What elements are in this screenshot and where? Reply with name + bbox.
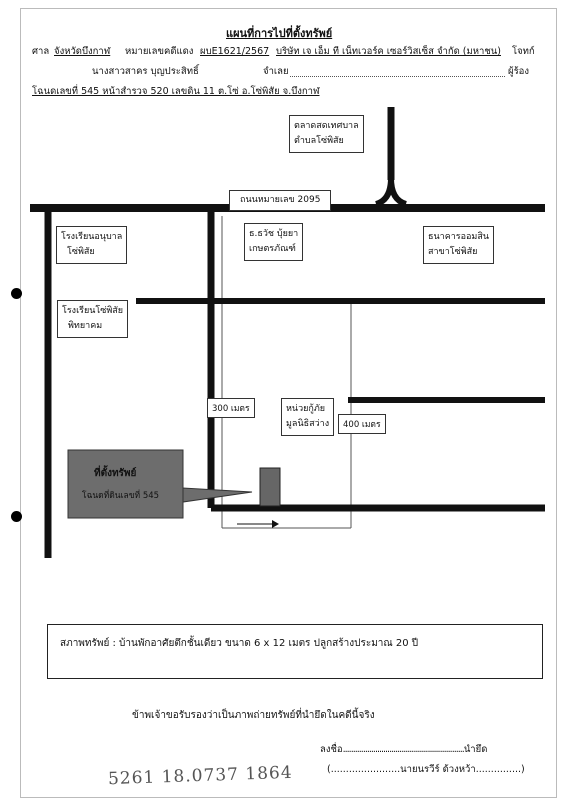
plaintiff-role: โจทก์ [512,46,535,57]
property-callout-box [67,449,184,519]
gsb-bank-label: ธนาคารออมสินสาขาโซ่พิสัย [423,226,494,264]
property-deed: โฉนดที่ดินเลขที่ 545 [82,491,160,501]
direction-arrowhead [272,520,279,528]
baac-bank-label: ธ.ธวัช บุ้ยยาเกษตรภัณฑ์ [244,223,304,261]
plaintiff-name: บริษัท เจ เอ็ม ที เน็ทเวอร์ค เซอร์วิสเซ็… [276,46,501,57]
property-condition: สภาพทรัพย์ : บ้านพักอาศัยตึกชั้นเดียว ขน… [60,638,419,649]
fork-right [388,177,407,207]
distance-400m: 400 เมตร [338,414,386,434]
signer-name-line: (.......................นายนรวีร์ ด้วงหว… [327,764,525,775]
certification-text: ข้าพเจ้าขอรับรองว่าเป็นภาพถ่ายทรัพย์ที่น… [132,710,375,721]
requester-blank [290,76,505,77]
punch-hole-top [11,288,22,299]
case-number: ผบE1621/2567 [200,46,270,57]
requester-role: ผู้ร้อง [508,66,530,77]
signature-line: ลงชื่อ..................................… [320,744,488,755]
paper-sheet [20,8,557,798]
punch-hole-bottom [11,511,22,522]
case-label: หมายเลขคดีแดง [125,46,194,57]
market-label: ตลาดสดเทศบาลตำบลโซ่พิสัย [289,115,364,153]
court-label: ศาล [32,46,50,57]
kindergarten-label: โรงเรียนอนุบาลโซ่พิสัย [56,226,128,264]
rescue-unit-label: หน่วยกู้ภัยมูลนิธิสว่าง [281,398,335,436]
distance-300m: 300 เมตร [207,398,255,418]
condition-box [47,624,543,679]
property-building [259,467,281,507]
deed-info: โฉนดเลขที่ 545 หน้าสำรวจ 520 เลขดิน 11 ต… [32,86,320,97]
document-title: แผนที่การไปที่ตั้งทรัพย์ [226,27,333,40]
defendant-role: จำเลย [263,66,289,77]
property-title: ที่ตั้งทรัพย์ [94,468,137,479]
school-label: โรงเรียนโซ่พิสัยพิทยาคม [57,300,129,338]
property-callout-pointer [182,487,253,503]
court-name: จังหวัดบึงกาฬ [54,46,111,57]
defendant-name: นางสาวสาคร บุญประสิทธิ์ [92,66,199,77]
road-number-label: ถนนหมายเลข 2095 [229,190,332,211]
